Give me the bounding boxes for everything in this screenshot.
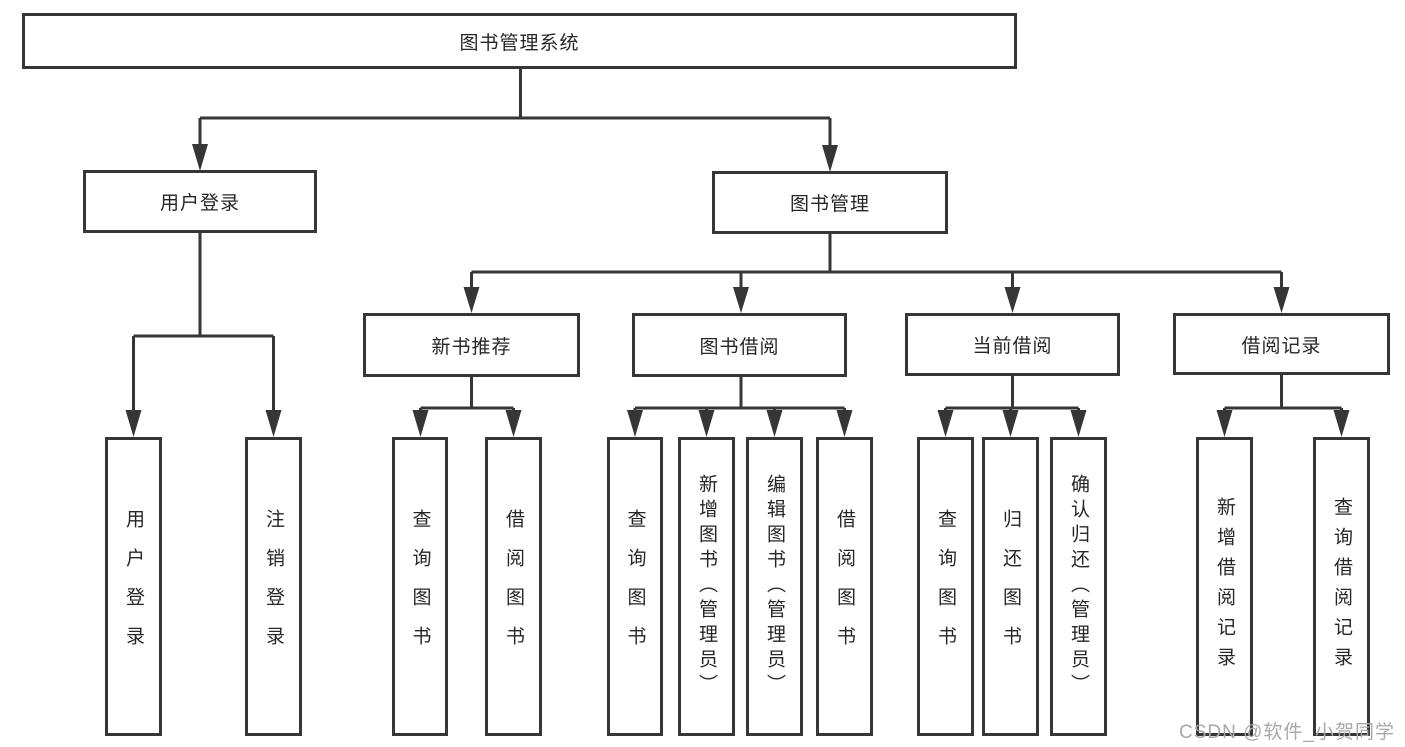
node-label: 借阅图书 <box>834 508 855 665</box>
node-label: 用户登录 <box>123 508 144 665</box>
node-label: 查询图书 <box>624 508 646 665</box>
node-label: 借阅图书 <box>503 508 524 665</box>
node-query-books: 查询图书 <box>917 437 974 736</box>
node-label: 图书借阅 <box>699 336 780 358</box>
node-label: 编辑图书（管理员） <box>764 474 785 699</box>
node-new-book-recommend: 新书推荐 <box>363 313 580 377</box>
node-query-books: 查询图书 <box>392 437 448 736</box>
node-label: 新书推荐 <box>431 336 512 358</box>
node-label: 查询图书 <box>935 508 956 665</box>
connector-book-mgmt-children <box>463 234 1290 313</box>
node-label: 图书管理系统 <box>459 32 580 54</box>
node-label: 新增图书（管理员） <box>696 474 717 699</box>
node-login: 用户登录 <box>105 437 162 736</box>
node-query-books: 查询图书 <box>607 437 663 736</box>
node-label: 归还图书 <box>1000 508 1021 665</box>
node-borrowing-records: 借阅记录 <box>1173 313 1390 375</box>
node-label: 新增借阅记录 <box>1214 496 1235 677</box>
node-confirm-return-admin: 确认归还（管理员） <box>1050 437 1107 736</box>
node-query-borrow-record: 查询借阅记录 <box>1313 437 1370 736</box>
connector-new-book-children <box>412 377 522 437</box>
connector-root-to-level2 <box>192 69 838 172</box>
node-label: 确认归还（管理员） <box>1068 474 1089 699</box>
node-book-management: 图书管理 <box>712 171 948 234</box>
csdn-watermark: CSDN @软件_小贺同学 <box>1179 722 1395 743</box>
node-borrow-books: 借阅图书 <box>816 437 873 736</box>
connector-borrowing-records-children <box>1216 375 1350 437</box>
node-book-borrowing: 图书借阅 <box>632 313 847 377</box>
node-label: 用户登录 <box>159 193 240 214</box>
node-label: 注销登录 <box>263 508 284 665</box>
node-borrow-books: 借阅图书 <box>485 437 542 736</box>
node-user-login: 用户登录 <box>83 170 317 233</box>
connector-book-borrowing-children <box>627 377 853 437</box>
node-return-books: 归还图书 <box>982 437 1039 736</box>
node-label: 查询借阅记录 <box>1331 496 1352 677</box>
node-label: 当前借阅 <box>972 336 1053 357</box>
node-add-books-admin: 新增图书（管理员） <box>678 437 735 736</box>
node-label: 查询图书 <box>409 508 431 665</box>
node-add-borrow-record: 新增借阅记录 <box>1196 437 1253 736</box>
node-library-management-system: 图书管理系统 <box>22 13 1017 69</box>
connector-current-borrowing-children <box>937 376 1087 437</box>
node-logout: 注销登录 <box>245 437 302 736</box>
connector-user-login-children <box>125 233 282 437</box>
node-current-borrowing: 当前借阅 <box>905 313 1120 376</box>
node-label: 借阅记录 <box>1241 335 1322 357</box>
node-label: 图书管理 <box>789 194 870 215</box>
node-edit-books-admin: 编辑图书（管理员） <box>746 437 803 736</box>
